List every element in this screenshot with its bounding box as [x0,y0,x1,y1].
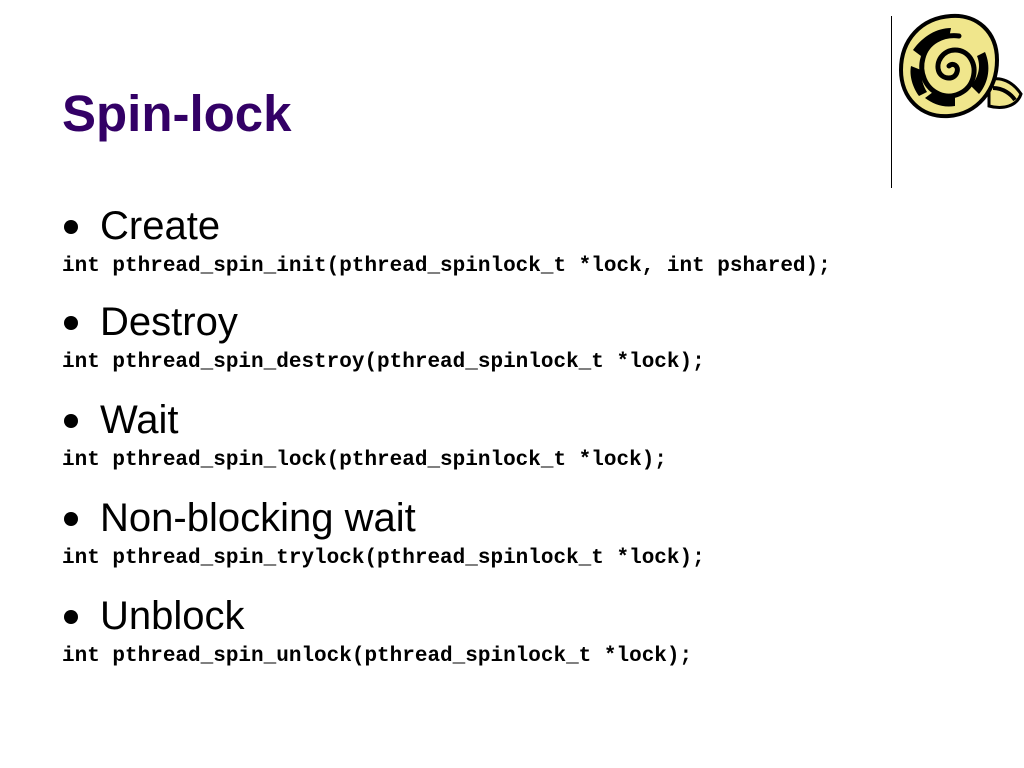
code-line: int pthread_spin_unlock(pthread_spinlock… [62,645,693,668]
list-item: Create int pthread_spin_init(pthread_spi… [62,200,942,282]
bullet-heading-text: Non-blocking wait [100,496,416,540]
spiral-scroll-icon [898,13,1023,119]
code-line: int pthread_spin_lock(pthread_spinlock_t… [62,449,667,472]
list-item: Unblock int pthread_spin_unlock(pthread_… [62,590,942,672]
list-item: Wait int pthread_spin_lock(pthread_spinl… [62,394,942,476]
bullet-heading: Wait [62,394,942,446]
bullet-heading: Unblock [62,590,942,642]
list-item: Non-blocking wait int pthread_spin_trylo… [62,492,942,574]
bullet-list: Create int pthread_spin_init(pthread_spi… [62,200,942,688]
bullet-heading-text: Destroy [100,300,238,344]
bullet-heading: Create [62,200,942,252]
bullet-heading-text: Create [100,204,221,248]
list-item: Destroy int pthread_spin_destroy(pthread… [62,296,942,378]
code-line: int pthread_spin_trylock(pthread_spinloc… [62,547,705,570]
code-line: int pthread_spin_init(pthread_spinlock_t… [62,255,831,278]
slide-title: Spin-lock [62,85,292,142]
bullet-dot-icon [64,414,78,428]
vertical-divider [891,16,892,188]
bullet-heading-text: Wait [100,398,179,442]
bullet-dot-icon [64,610,78,624]
code-line: int pthread_spin_destroy(pthread_spinloc… [62,351,705,374]
bullet-heading: Destroy [62,296,942,348]
bullet-dot-icon [64,316,78,330]
bullet-dot-icon [64,512,78,526]
bullet-heading: Non-blocking wait [62,492,942,544]
bullet-dot-icon [64,220,78,234]
bullet-heading-text: Unblock [100,594,245,638]
